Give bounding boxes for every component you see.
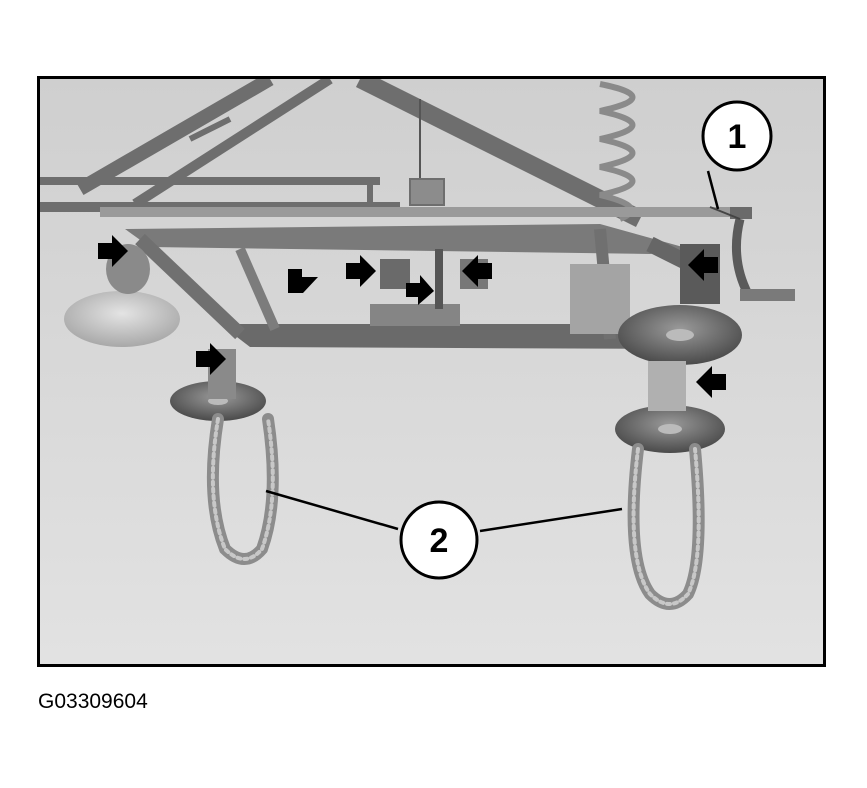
arrow-icon (406, 275, 434, 305)
suction-cups (64, 244, 742, 453)
callout-2-label: 2 (430, 522, 449, 560)
lifting-straps (206, 413, 705, 610)
arrow-icon (696, 366, 726, 398)
indicator-arrows (98, 235, 726, 398)
coiled-hose (599, 81, 636, 222)
arrow-icon (288, 269, 318, 293)
arrow-icon (462, 255, 492, 287)
callout-2: 2 (399, 500, 479, 580)
lifting-device-photo: 1 2 (40, 79, 823, 664)
callout-1: 1 (701, 100, 773, 172)
leader-lines (265, 170, 720, 533)
frame (100, 206, 795, 349)
callout-1-label: 1 (728, 118, 747, 156)
arrow-icon (98, 235, 128, 267)
figure-caption: G03309604 (38, 690, 148, 713)
arrow-icon (196, 343, 226, 375)
arrow-icon (688, 249, 718, 281)
arrow-icon (346, 255, 376, 287)
photo-illustration: 1 2 (37, 76, 826, 667)
